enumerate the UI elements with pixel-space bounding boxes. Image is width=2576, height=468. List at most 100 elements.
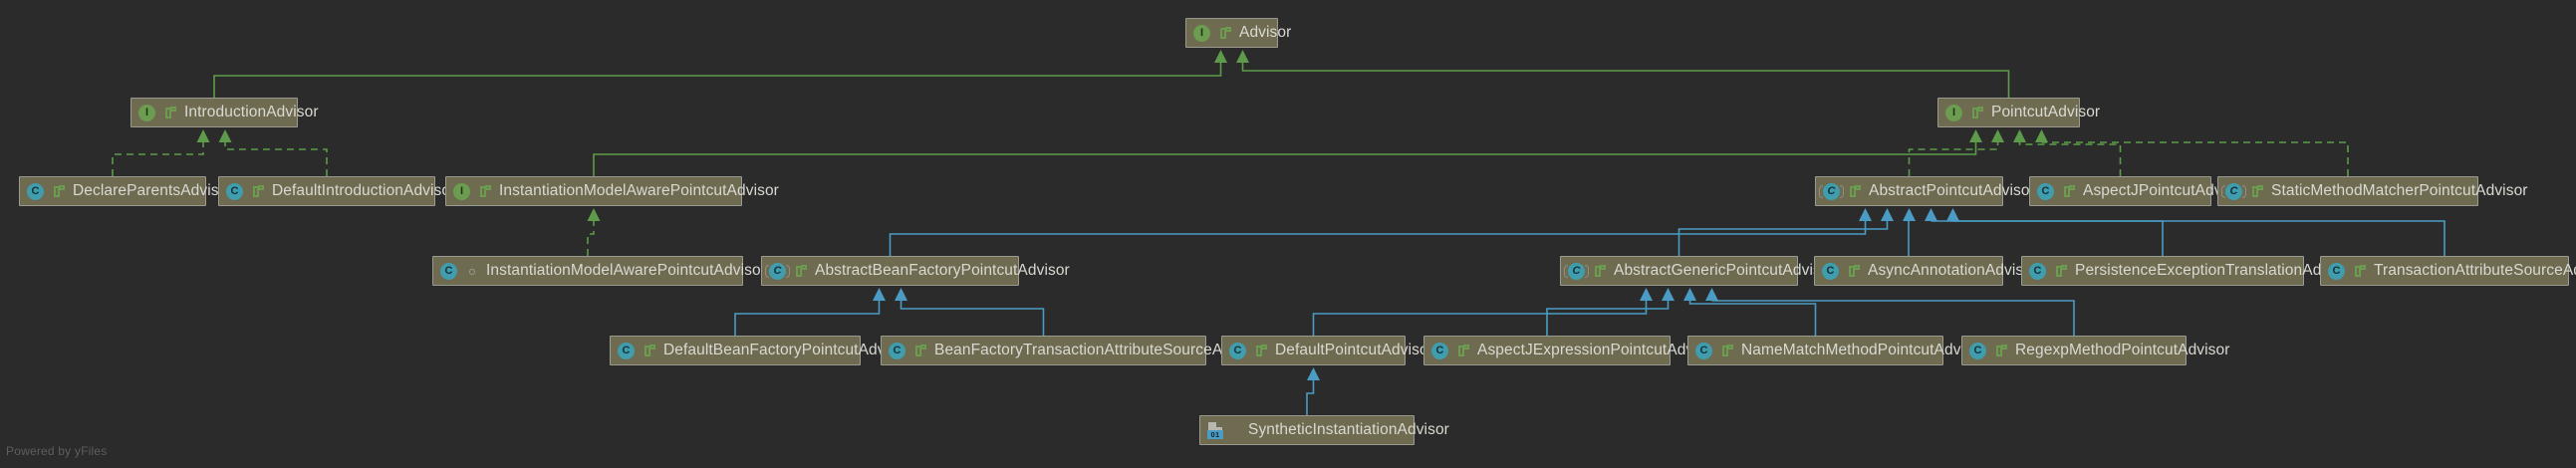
class-node-label: AbstractPointcutAdvisor xyxy=(1869,182,2035,200)
public-visibility-icon xyxy=(2354,264,2367,279)
class-node-label: InstantiationModelAwarePointcutAdvisorIm… xyxy=(486,262,796,280)
class-icon: C xyxy=(1822,262,1839,280)
edge-arrowhead xyxy=(895,288,907,301)
class-node-label: PointcutAdvisor xyxy=(1991,104,2101,121)
class-node-label: DeclareParentsAdvisor xyxy=(73,182,233,200)
public-visibility-icon xyxy=(1849,184,1862,199)
class-node-label: AbstractBeanFactoryPointcutAdvisor xyxy=(815,262,1070,280)
class-icon: C xyxy=(1969,342,1986,359)
public-visibility-icon xyxy=(164,106,177,120)
edge-abstract-bean-factory-pointcut-advisor-to-abstract-pointcut-advisor xyxy=(889,208,1872,256)
class-icon: C xyxy=(2037,182,2054,200)
edge-arrowhead xyxy=(1903,208,1916,221)
public-visibility-icon xyxy=(1721,344,1734,358)
class-node-abstract-generic-pointcut-advisor[interactable]: C AbstractGenericPointcutAdvisor xyxy=(1560,256,1835,286)
package-private-visibility-icon xyxy=(466,264,479,279)
class-node-abstract-pointcut-advisor[interactable]: C AbstractPointcutAdvisor xyxy=(1815,176,2035,206)
abstract-class-icon: C xyxy=(1564,262,1589,280)
class-node-label: AspectJPointcutAdvisor xyxy=(2083,182,2248,200)
edge-arrowhead xyxy=(1307,367,1320,380)
public-visibility-icon xyxy=(1995,344,2008,358)
class-icon: C xyxy=(1695,342,1712,359)
edge-arrowhead xyxy=(1214,50,1227,63)
edge-persistence-exception-translation-advisor-to-abstract-pointcut-advisor xyxy=(1925,208,2164,256)
edge-arrowhead xyxy=(1236,50,1249,63)
class-node-declare-parents-advisor[interactable]: C DeclareParentsAdvisor xyxy=(19,176,233,206)
class-node-label: TransactionAttributeSourceAdvisor xyxy=(2374,262,2576,280)
edge-arrowhead xyxy=(2013,129,2026,142)
public-visibility-icon xyxy=(252,184,265,199)
edge-arrowhead xyxy=(1705,288,1718,301)
edge-static-method-matcher-pointcut-advisor-to-pointcut-advisor xyxy=(2035,129,2349,176)
edge-declare-parents-advisor-to-introduction-advisor xyxy=(112,129,210,176)
class-icon: C xyxy=(1229,342,1246,359)
abstract-class-icon: C xyxy=(1819,182,1844,200)
public-visibility-icon xyxy=(2055,264,2068,279)
public-visibility-icon xyxy=(2063,184,2076,199)
public-visibility-icon xyxy=(1255,344,1268,358)
edge-arrowhead xyxy=(218,129,232,142)
class-icon: C xyxy=(226,182,243,200)
public-visibility-icon xyxy=(795,264,808,279)
class-node-synthetic-instantiation-advisor[interactable]: 01 SyntheticInstantiationAdvisor xyxy=(1199,415,1449,445)
edge-name-match-method-pointcut-advisor-to-abstract-generic-pointcut-advisor xyxy=(1683,288,1817,336)
edge-transaction-attribute-source-advisor-to-abstract-pointcut-advisor xyxy=(1946,208,2446,256)
class-node-transaction-attribute-source-advisor[interactable]: CTransactionAttributeSourceAdvisor xyxy=(2320,256,2576,286)
class-node-pointcut-advisor[interactable]: I PointcutAdvisor xyxy=(1937,98,2100,127)
interface-icon: I xyxy=(1193,24,1210,42)
class-node-label: IntroductionAdvisor xyxy=(184,104,319,121)
class-node-label: BeanFactoryTransactionAttributeSourceAdv… xyxy=(934,342,1265,359)
edge-arrowhead xyxy=(2035,129,2048,142)
edge-arrowhead xyxy=(1925,208,1937,221)
edge-default-introduction-advisor-to-introduction-advisor xyxy=(218,129,328,176)
class-icon: C xyxy=(27,182,44,200)
edge-arrowhead xyxy=(196,129,210,142)
class-node-regexp-method-pointcut-advisor[interactable]: C RegexpMethodPointcutAdvisor xyxy=(1961,336,2229,365)
edge-arrowhead xyxy=(1662,288,1674,301)
class-icon: C xyxy=(889,342,905,359)
class-node-label: Advisor xyxy=(1239,24,1292,42)
edge-arrowhead xyxy=(1881,208,1894,221)
class-node-label: AspectJExpressionPointcutAdvisor xyxy=(1477,342,1719,359)
public-visibility-icon xyxy=(644,344,656,358)
interface-icon: I xyxy=(453,182,470,200)
class-node-label: RegexpMethodPointcutAdvisor xyxy=(2015,342,2230,359)
edge-default-pointcut-advisor-to-abstract-generic-pointcut-advisor xyxy=(1312,288,1653,336)
class-node-label: PersistenceExceptionTranslationAdvisor xyxy=(2075,262,2355,280)
class-node-label: SyntheticInstantiationAdvisor xyxy=(1248,421,1449,439)
edge-instantiation-model-aware-pointcut-advisor-to-pointcut-advisor xyxy=(593,129,1982,176)
edge-arrowhead xyxy=(1859,208,1872,221)
public-visibility-icon xyxy=(1971,106,1984,120)
edge-pointcut-advisor-to-advisor xyxy=(1236,50,2010,98)
public-visibility-icon xyxy=(914,344,927,358)
interface-icon: I xyxy=(1945,104,1962,121)
abstract-class-icon: C xyxy=(2221,182,2246,200)
edge-default-bean-factory-pointcut-advisor-to-abstract-bean-factory-pointcut-advisor xyxy=(734,288,886,336)
class-node-default-pointcut-advisor[interactable]: C DefaultPointcutAdvisor xyxy=(1221,336,1433,365)
edge-aspectj-pointcut-advisor-to-pointcut-advisor xyxy=(2013,129,2122,176)
synthetic-class-icon: 01 xyxy=(1207,421,1226,439)
class-node-advisor[interactable]: I Advisor xyxy=(1185,18,1291,48)
edge-async-annotation-advisor-to-abstract-pointcut-advisor xyxy=(1903,208,1916,256)
public-visibility-icon xyxy=(1457,344,1470,358)
edge-instantiation-model-aware-pointcut-advisor-impl-to-instantiation-model-aware-pointcut-advisor xyxy=(587,208,601,256)
class-node-label: DefaultPointcutAdvisor xyxy=(1275,342,1434,359)
class-node-label: AbstractGenericPointcutAdvisor xyxy=(1614,262,1835,280)
edge-synthetic-instantiation-advisor-to-default-pointcut-advisor xyxy=(1306,367,1320,415)
edge-arrowhead xyxy=(1683,288,1696,301)
edge-bean-factory-transaction-attribute-source-advisor-to-abstract-bean-factory-pointcut-advisor xyxy=(895,288,1045,336)
